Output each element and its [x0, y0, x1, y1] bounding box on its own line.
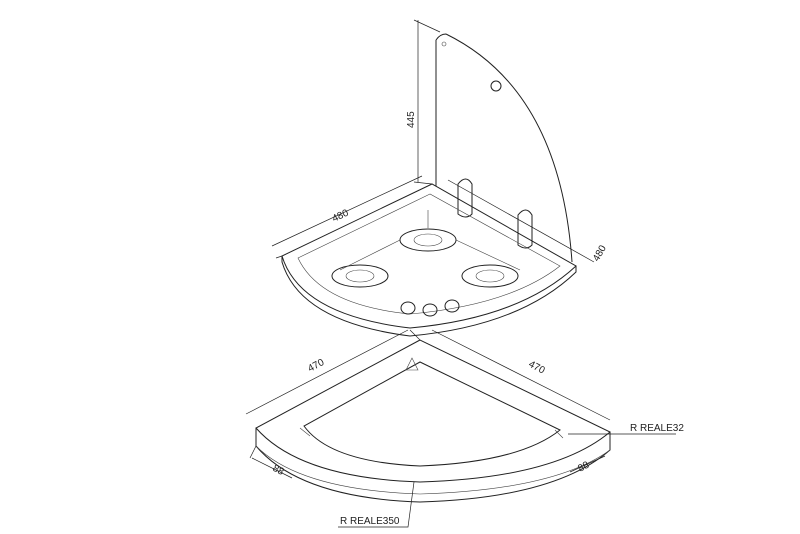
right-side-dimension: 470 — [527, 359, 547, 377]
right-width-dimension: 88 — [576, 460, 591, 475]
arc-radius-label: R REALE350 — [340, 516, 400, 527]
right-width-dimension-line — [569, 455, 606, 473]
lid-hinge-dot — [441, 41, 447, 47]
hob-with-lid: 445 480 480 — [271, 19, 609, 337]
height-dimension: 445 — [406, 111, 417, 128]
burners — [331, 210, 521, 288]
control-knobs — [400, 299, 460, 317]
left-depth-dimension-line — [271, 175, 423, 259]
left-width-dimension: 88 — [271, 463, 286, 478]
cutout-frame: 470 470 88 88 R REALE32 R REALE350 — [245, 329, 684, 528]
right-depth-dimension-line — [447, 179, 595, 263]
left-side-dimension: 470 — [306, 357, 326, 375]
frame-thickness — [255, 428, 611, 503]
left-width-dimension-line — [249, 445, 293, 479]
lid-hinges — [457, 178, 533, 249]
left-side-dimension-line — [245, 329, 421, 415]
right-side-dimension-line — [431, 329, 611, 421]
frame-outer-top — [255, 339, 611, 483]
corner-radius-label: R REALE32 — [630, 423, 684, 434]
frame-inner-opening — [303, 361, 561, 467]
glass-lid — [435, 33, 573, 263]
hob-outline — [281, 183, 577, 329]
left-depth-dimension: 480 — [331, 208, 351, 225]
height-dimension-line — [413, 19, 441, 185]
right-depth-dimension: 480 — [591, 243, 609, 263]
lid-knob — [490, 80, 502, 92]
arc-radius-leader — [338, 481, 415, 528]
